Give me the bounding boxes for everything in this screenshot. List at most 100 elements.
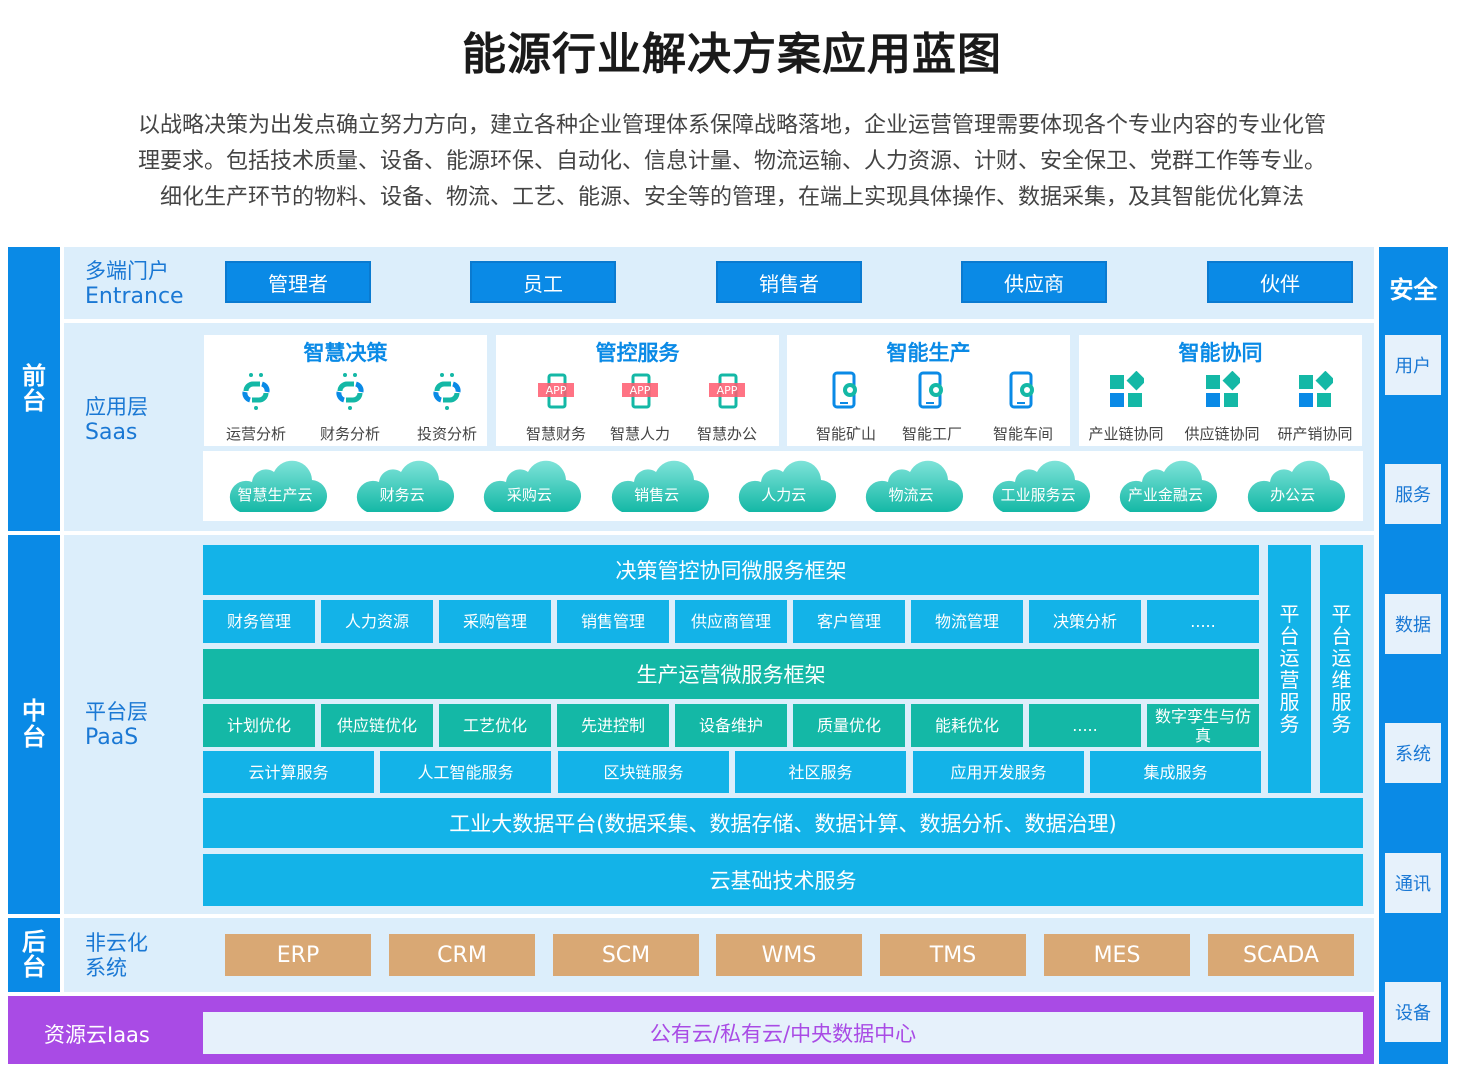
paas-row1-item-8: 决策分析 xyxy=(1029,600,1141,643)
saas-app-item: 智能矿山 xyxy=(801,365,891,445)
security-title: 安全 xyxy=(1389,276,1438,304)
cloud-label: 销售云 xyxy=(634,486,680,504)
cloud-icon xyxy=(1240,458,1346,518)
link-icon xyxy=(238,371,274,411)
cloud-icon xyxy=(985,458,1091,518)
paas-row3-item-5: 应用开发服务 xyxy=(913,751,1084,793)
paas-row2-item-7: 能耗优化 xyxy=(911,704,1023,747)
system-crm: CRM xyxy=(389,934,535,976)
saas-group-title: 智慧决策 xyxy=(303,341,388,365)
saas-app-label: 运营分析 xyxy=(225,425,286,443)
portal-button-1[interactable]: 管理者 xyxy=(225,261,371,303)
svg-text:APP: APP xyxy=(546,384,567,397)
portal-button-5[interactable]: 伙伴 xyxy=(1207,261,1353,303)
app-icon: APP xyxy=(709,371,745,411)
system-scada: SCADA xyxy=(1208,934,1354,976)
industrial-bigdata-platform: 工业大数据平台(数据采集、数据存储、数据计算、数据分析、数据治理) xyxy=(203,798,1363,848)
cloud-base-service: 云基础技术服务 xyxy=(203,854,1363,906)
description-line-1: 以战略决策为出发点确立努力方向，建立各种企业管理体系保障战略落地，企业运营管理需… xyxy=(137,113,1326,138)
security-item-3: 数据 xyxy=(1385,594,1441,654)
iaas-content: 公有云/私有云/中央数据中心 xyxy=(203,1012,1363,1054)
grid-icon xyxy=(1108,370,1147,411)
svg-text:APP: APP xyxy=(717,384,738,397)
portal-button-3[interactable]: 销售者 xyxy=(716,261,862,303)
portal-label: 多端门户 Entrance xyxy=(85,259,184,309)
cloud-icon xyxy=(731,458,837,518)
portal-button-2[interactable]: 员工 xyxy=(470,261,616,303)
saas-app-item: 研产销协同 xyxy=(1270,365,1360,445)
cloud-icon xyxy=(1112,458,1218,518)
cloud-4: 销售云 xyxy=(604,458,710,514)
saas-app-item: 产业链协同 xyxy=(1081,365,1171,445)
paas-row1-item-3: 采购管理 xyxy=(439,600,551,643)
framework-decision: 决策管控协同微服务框架 xyxy=(203,545,1259,595)
saas-app-item: 投资分析 xyxy=(402,365,492,445)
security-item-2: 服务 xyxy=(1385,464,1441,524)
phone-gear-icon xyxy=(828,371,864,411)
cloud-1: 智慧生产云 xyxy=(222,458,328,514)
tier-back: 后台 xyxy=(8,918,60,992)
paas-row1-item-9: ..... xyxy=(1147,600,1259,643)
paas-label: 平台层 PaaS xyxy=(85,700,148,750)
paas-row1-item-5: 供应商管理 xyxy=(675,600,787,643)
security-item-4: 系统 xyxy=(1385,723,1441,783)
security-item-1: 用户 xyxy=(1385,335,1441,395)
saas-app-label: 智慧办公 xyxy=(696,425,757,443)
saas-app-item: 智能车间 xyxy=(978,365,1068,445)
paas-row1-item-4: 销售管理 xyxy=(557,600,669,643)
tier-middle: 中台 xyxy=(8,535,60,914)
paas-row3-item-4: 社区服务 xyxy=(735,751,906,793)
cloud-8: 产业金融云 xyxy=(1112,458,1218,514)
paas-row3-item-2: 人工智能服务 xyxy=(380,751,551,793)
cloud-label: 财务云 xyxy=(379,486,425,504)
saas-group-title: 智能生产 xyxy=(886,341,971,365)
saas-app-label: 智慧财务 xyxy=(525,425,586,443)
saas-app-label: 智能车间 xyxy=(992,425,1053,443)
description-line-2: 理要求。包括技术质量、设备、能源环保、自动化、信息计量、物流运输、人力资源、计财… xyxy=(137,149,1326,174)
portal-button-4[interactable]: 供应商 xyxy=(961,261,1107,303)
saas-group-4: 智能协同产业链协同供应链协同研产销协同 xyxy=(1079,335,1362,446)
saas-app-label: 智慧人力 xyxy=(609,425,670,443)
cloud-6: 物流云 xyxy=(858,458,964,514)
paas-row2-item-1: 计划优化 xyxy=(203,704,315,747)
page-title: 能源行业解决方案应用蓝图 xyxy=(462,29,1002,80)
system-wms: WMS xyxy=(716,934,862,976)
saas-app-label: 研产销协同 xyxy=(1277,425,1353,443)
paas-row1-item-2: 人力资源 xyxy=(321,600,433,643)
cloud-2: 财务云 xyxy=(349,458,455,514)
cloud-9: 办公云 xyxy=(1240,458,1346,514)
paas-row2-item-6: 质量优化 xyxy=(793,704,905,747)
saas-group-1: 智慧决策运营分析财务分析投资分析 xyxy=(204,335,487,446)
cloud-icon xyxy=(349,458,455,518)
app-icon: APP xyxy=(622,371,658,411)
paas-row1-item-1: 财务管理 xyxy=(203,600,315,643)
saas-app-item: APP 智慧办公 xyxy=(682,365,772,445)
saas-app-label: 智能工厂 xyxy=(901,425,962,443)
platform-maintenance-service: 平台运维服务 xyxy=(1320,545,1363,793)
platform-operation-service: 平台运营服务 xyxy=(1268,545,1311,793)
paas-row2-item-9: 数字孪生与仿真 xyxy=(1147,704,1259,747)
cloud-3: 采购云 xyxy=(476,458,582,514)
link-icon xyxy=(332,371,368,411)
cloud-5: 人力云 xyxy=(731,458,837,514)
framework-production: 生产运营微服务框架 xyxy=(203,649,1259,699)
cloud-label: 智慧生产云 xyxy=(237,486,313,504)
paas-row2-item-8: ..... xyxy=(1029,704,1141,747)
cloud-label: 采购云 xyxy=(506,486,552,504)
cloud-label: 产业金融云 xyxy=(1127,486,1203,504)
paas-row1-item-6: 客户管理 xyxy=(793,600,905,643)
cloud-icon xyxy=(858,458,964,518)
link-icon xyxy=(429,371,465,411)
description: 以战略决策为出发点确立努力方向，建立各种企业管理体系保障战略落地，企业运营管理需… xyxy=(60,108,1404,216)
grid-icon xyxy=(1297,370,1336,411)
tier-front: 前台 xyxy=(8,247,60,531)
cloud-7: 工业服务云 xyxy=(985,458,1091,514)
phone-gear-icon xyxy=(1005,371,1041,411)
saas-app-item: APP 智慧人力 xyxy=(595,365,685,445)
cloud-icon xyxy=(476,458,582,518)
saas-app-label: 财务分析 xyxy=(319,425,380,443)
system-scm: SCM xyxy=(553,934,699,976)
noncloud-label: 非云化系统 xyxy=(85,931,148,980)
phone-gear-icon xyxy=(914,371,950,411)
